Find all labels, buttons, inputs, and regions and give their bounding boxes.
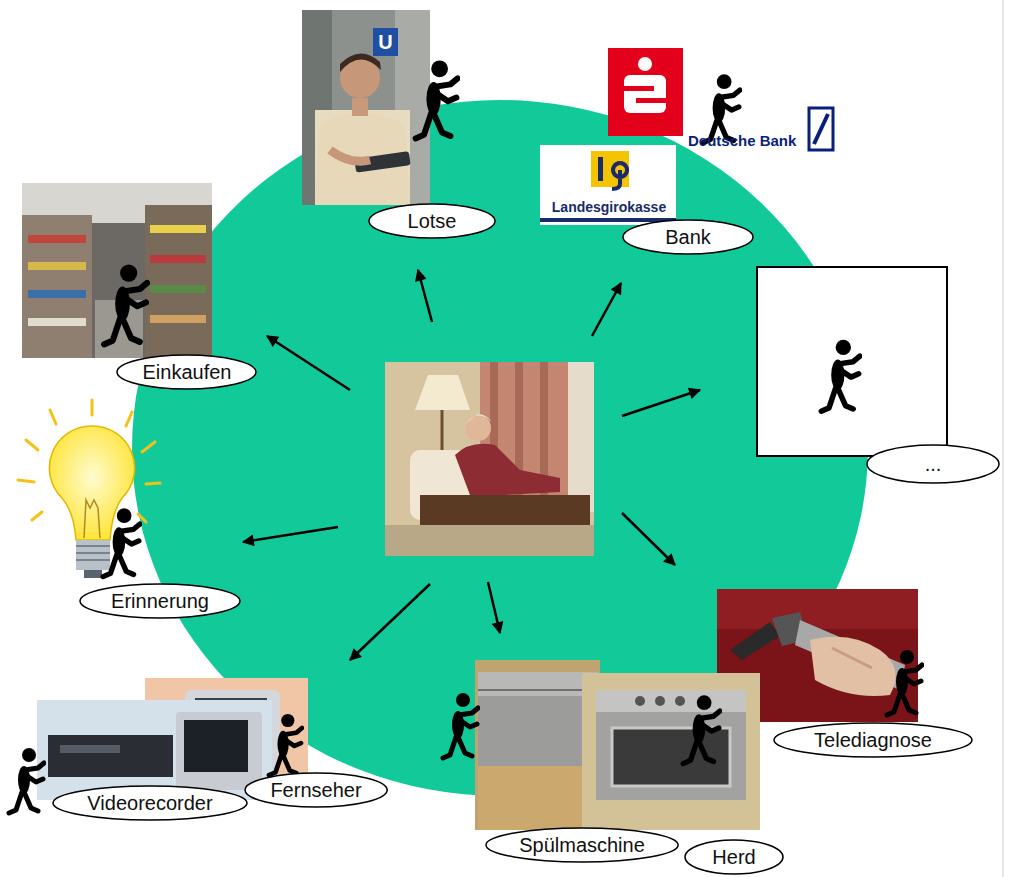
bank-logo-text: Deutsche Bank <box>688 131 796 151</box>
label-ellipse: Telediagnose <box>773 722 973 758</box>
bank-logo-text: Landesgirokasse <box>542 198 676 216</box>
label-ellipse: Erinnerung <box>79 583 241 619</box>
label-ellipse: Bank <box>622 219 754 255</box>
ellipse-shape <box>623 220 753 254</box>
landesgirokasse-logo <box>540 145 676 225</box>
light-bulb <box>18 400 160 578</box>
ellipse-shape <box>369 204 495 238</box>
arrows <box>243 270 700 660</box>
ellipse-shape <box>685 840 783 874</box>
subway-sign-letter: U <box>373 28 398 56</box>
label-ellipse: ... <box>866 444 1000 484</box>
oven-photo <box>582 673 760 830</box>
deutsche-bank-logo <box>809 108 833 150</box>
label-ellipse: Fernseher <box>244 772 388 808</box>
ellipse-shape <box>53 786 247 820</box>
ellipse-shape <box>117 355 256 389</box>
label-ellipse: Einkaufen <box>116 354 257 390</box>
guide-photo <box>302 10 430 205</box>
node-label: Bank <box>665 225 711 249</box>
label-ellipse: Lotse <box>368 203 496 239</box>
supermarket-photo <box>22 183 212 358</box>
ellipse-shape <box>80 584 240 618</box>
node-label: Herd <box>712 845 755 869</box>
ellipse-shape <box>486 828 678 862</box>
node-label: Einkaufen <box>143 360 232 384</box>
dishwasher-photo <box>475 660 600 830</box>
ellipse-shape <box>867 445 999 483</box>
node-label: Erinnerung <box>111 589 209 613</box>
label-ellipse: Spülmaschine <box>485 827 679 863</box>
vcr-photo <box>37 700 272 800</box>
node-label: Telediagnose <box>814 728 932 752</box>
savings-bank-logo <box>608 48 683 136</box>
label-ellipse: Videorecorder <box>52 785 248 821</box>
node-label: Videorecorder <box>87 791 212 815</box>
placeholder-frame <box>757 267 947 456</box>
senior-at-home-photo <box>385 362 594 556</box>
node-label: Spülmaschine <box>519 833 645 857</box>
ellipse-shape <box>774 723 972 757</box>
node-label: Lotse <box>408 209 457 233</box>
node-label: ... <box>925 452 942 476</box>
helper-figures <box>9 60 922 813</box>
ellipse-shape <box>245 773 387 807</box>
node-label: Fernseher <box>270 778 361 802</box>
label-ellipse: Herd <box>684 839 784 875</box>
